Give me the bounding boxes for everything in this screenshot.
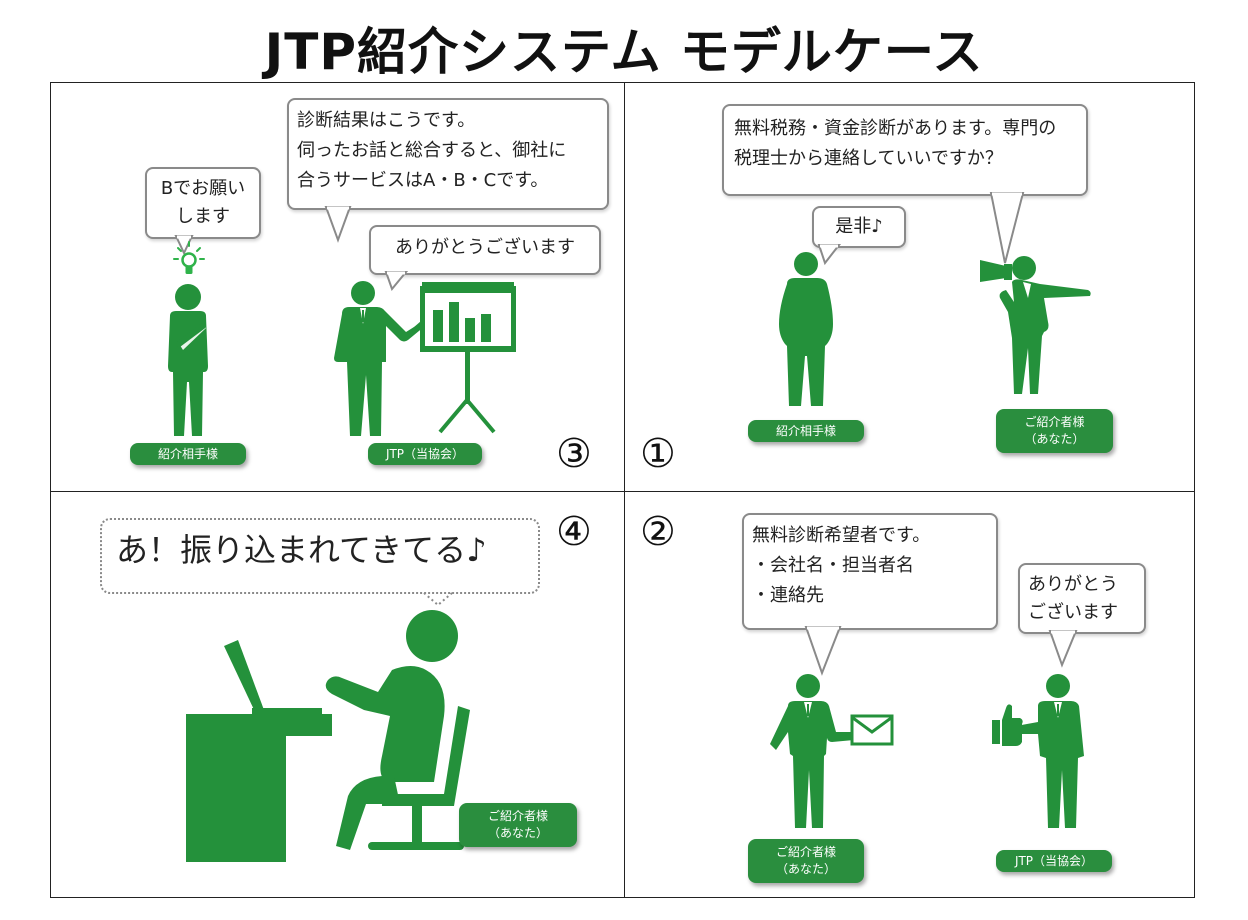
person-at-laptop-icon bbox=[186, 610, 470, 862]
tag-referrer: ご紹介者様 （あなた） bbox=[748, 839, 864, 883]
tag-jtp-label: JTP（当協会） bbox=[1014, 853, 1094, 868]
tag-referrer-line: （あなた） bbox=[775, 862, 836, 876]
panel-grid bbox=[50, 82, 1195, 898]
thanks-bubble-line: ありがとう bbox=[1028, 574, 1118, 595]
applicant-bubble-tail bbox=[804, 626, 842, 676]
request-bubble-line: Bでお願い bbox=[160, 178, 246, 199]
tax-offer-line: 税理士から連絡していいですか？ bbox=[734, 148, 1003, 169]
tag-partner-label: 紹介相手様 bbox=[775, 423, 836, 438]
tag-referrer-line: ご紹介者様 bbox=[775, 845, 836, 859]
reply-bubble-text: 是非♪ bbox=[835, 216, 883, 237]
payment-bubble-tail bbox=[423, 592, 453, 607]
thanks-bubble-tail bbox=[384, 271, 409, 292]
reply-bubble-tail bbox=[817, 244, 842, 266]
applicant-bubble-line: ・連絡先 bbox=[752, 585, 824, 606]
tag-referrer-line: （あなた） bbox=[1024, 432, 1085, 446]
tag-jtp-label: JTP（当協会） bbox=[385, 446, 465, 461]
tax-offer-tail bbox=[989, 192, 1025, 264]
tag-referrer: ご紹介者様 （あなた） bbox=[996, 409, 1113, 453]
tag-partner: 紹介相手様 bbox=[748, 420, 864, 442]
businessman-megaphone-icon bbox=[980, 256, 1091, 394]
tax-offer-line: 無料税務・資金診断があります。専門の bbox=[734, 118, 1057, 139]
payment-bubble: あ！振り込まれてきてる♪ bbox=[100, 518, 540, 594]
businessman-envelope-icon bbox=[770, 674, 894, 828]
payment-bubble-text: あ！振り込まれてきてる♪ bbox=[116, 531, 487, 569]
tag-referrer: ご紹介者様 （あなた） bbox=[459, 803, 577, 847]
tag-jtp: JTP（当協会） bbox=[368, 443, 482, 465]
thanks-bubble: ありがとうございます bbox=[369, 225, 601, 275]
applicant-bubble-line: 無料診断希望者です。 bbox=[752, 525, 931, 546]
request-bubble-line: します bbox=[176, 206, 230, 227]
tag-jtp: JTP（当協会） bbox=[996, 850, 1112, 872]
panel-number-2: ② bbox=[640, 509, 676, 555]
panel-number-1: ① bbox=[640, 431, 676, 477]
page-title: JTP紹介システム モデルケース bbox=[264, 23, 984, 81]
request-bubble: Bでお願い します bbox=[145, 167, 261, 239]
lightbulb-icon bbox=[173, 241, 205, 274]
presenter-chart-icon bbox=[334, 281, 516, 436]
tag-referrer-line: （あなた） bbox=[487, 826, 548, 840]
person-icon bbox=[779, 252, 833, 406]
businessman-thumbs-up-icon bbox=[992, 674, 1084, 828]
thinking-person-icon bbox=[168, 284, 208, 436]
thanks-bubble-text: ありがとうございます bbox=[395, 237, 575, 258]
thanks-bubble: ありがとう ございます bbox=[1018, 563, 1146, 634]
result-bubble-line: 診断結果はこうです。 bbox=[297, 110, 476, 131]
thanks-bubble-line: ございます bbox=[1028, 602, 1118, 623]
tag-partner-label: 紹介相手様 bbox=[157, 446, 218, 461]
tag-partner: 紹介相手様 bbox=[130, 443, 246, 465]
grid-divider-horizontal bbox=[51, 491, 1194, 492]
result-bubble-tail bbox=[324, 206, 352, 243]
panel-number-3: ③ bbox=[556, 431, 592, 477]
thanks-bubble-tail bbox=[1048, 630, 1078, 668]
reply-bubble: 是非♪ bbox=[812, 206, 906, 248]
panel-number-4: ④ bbox=[556, 509, 592, 555]
result-bubble-line: 伺ったお話と総合すると、御社に bbox=[297, 140, 567, 161]
grid-divider-vertical bbox=[624, 83, 625, 897]
tag-referrer-line: ご紹介者様 bbox=[1024, 415, 1085, 429]
applicant-bubble-line: ・会社名・担当者名 bbox=[752, 555, 914, 576]
applicant-bubble: 無料診断希望者です。 ・会社名・担当者名 ・連絡先 bbox=[742, 513, 998, 630]
tag-referrer-line: ご紹介者様 bbox=[487, 809, 548, 823]
tax-offer-bubble: 無料税務・資金診断があります。専門の 税理士から連絡していいですか？ bbox=[722, 104, 1088, 196]
result-bubble-line: 合うサービスはA・B・Cです。 bbox=[297, 170, 549, 191]
result-bubble: 診断結果はこうです。 伺ったお話と総合すると、御社に 合うサービスはA・B・Cで… bbox=[287, 98, 609, 210]
